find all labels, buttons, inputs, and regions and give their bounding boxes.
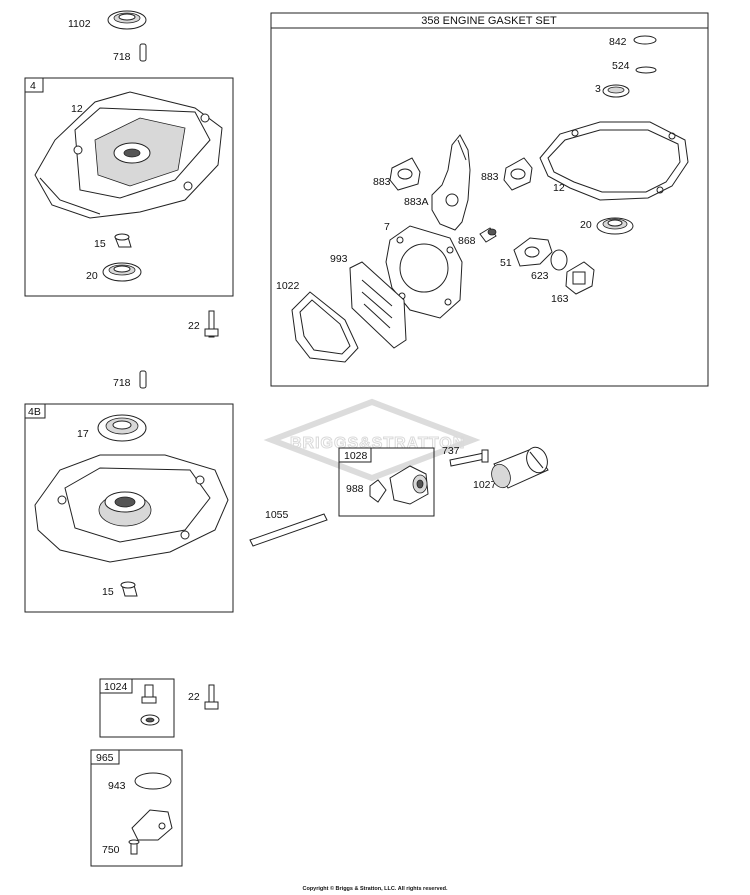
box-965-label: 965	[96, 752, 114, 764]
oring-524	[635, 66, 657, 74]
gasket-883-right	[503, 157, 533, 191]
label-883-left: 883	[373, 176, 391, 188]
label-750: 750	[102, 844, 120, 856]
gasket-set-title: 358 ENGINE GASKET SET	[421, 15, 557, 27]
label-623: 623	[531, 270, 549, 282]
box-4-label: 4	[30, 80, 36, 92]
crankcase-cover-4	[34, 91, 223, 219]
box-1024-label: 1024	[104, 681, 128, 693]
gasket-12-crankcase	[539, 121, 689, 201]
svg-text:BRIGGS&STRATTON: BRIGGS&STRATTON	[290, 435, 465, 452]
oring-623	[550, 249, 568, 271]
heat-shield-883A	[431, 134, 471, 231]
label-20-right: 20	[580, 219, 592, 231]
oil-filter-1027	[491, 446, 549, 489]
label-718-mid: 718	[113, 377, 131, 389]
plug-15-top	[114, 233, 132, 248]
box-4b-frame	[24, 403, 234, 613]
seal-20-left	[102, 262, 142, 282]
label-1055: 1055	[265, 509, 289, 521]
label-868: 868	[458, 235, 476, 247]
label-842: 842	[609, 36, 627, 48]
copyright-text: Copyright © Briggs & Stratton, LLC. All …	[302, 885, 448, 892]
label-1102: 1102	[68, 18, 91, 30]
bolt-22-bottom	[204, 684, 219, 710]
label-51: 51	[500, 257, 512, 269]
gasket-993	[349, 261, 407, 349]
label-22-mid: 22	[188, 320, 200, 332]
crankcase-cover-4b	[34, 454, 229, 563]
oring-943	[134, 772, 172, 790]
box-1024-frame	[99, 678, 175, 738]
label-15-bottom: 15	[102, 586, 114, 598]
box-4-frame	[24, 77, 234, 297]
pin-718-top	[139, 43, 147, 62]
filter-adapter-1028	[369, 465, 429, 505]
box-965-frame	[90, 749, 183, 867]
head-gasket-7	[385, 225, 463, 319]
label-22-bottom: 22	[188, 691, 200, 703]
tube-1055	[249, 513, 328, 547]
label-1027: 1027	[473, 479, 497, 491]
box-1028-label: 1028	[344, 450, 368, 462]
label-988: 988	[346, 483, 364, 495]
valve-cover-gasket-1022	[291, 291, 359, 363]
label-1022: 1022	[276, 280, 300, 292]
label-883A: 883A	[404, 196, 429, 208]
label-15-top: 15	[94, 238, 106, 250]
plug-15-bottom	[120, 581, 138, 597]
pin-718-mid	[139, 370, 147, 389]
bolt-assembly-1024	[140, 684, 160, 726]
gasket-51	[513, 237, 553, 267]
label-17: 17	[77, 428, 89, 440]
label-737: 737	[442, 445, 460, 457]
nipple-737	[449, 449, 489, 467]
label-524: 524	[612, 60, 630, 72]
bolt-22-mid	[204, 310, 219, 338]
gasket-883-left	[389, 157, 421, 191]
label-943: 943	[108, 780, 126, 792]
gasket-163	[565, 261, 595, 295]
seal-3	[602, 84, 630, 98]
oring-842	[633, 35, 657, 45]
bearing-17	[97, 414, 147, 442]
plug-868	[479, 227, 497, 243]
label-7: 7	[384, 221, 390, 233]
label-163: 163	[551, 293, 569, 305]
seal-1102	[107, 10, 147, 30]
label-993: 993	[330, 253, 348, 265]
label-3: 3	[595, 83, 601, 95]
cover-plate-965	[131, 809, 173, 841]
label-12-right: 12	[553, 182, 565, 194]
gasket-set-frame	[270, 12, 709, 387]
label-12-left: 12	[71, 103, 83, 115]
screw-750	[128, 839, 140, 855]
watermark-logo: BRIGGS&STRATTON	[263, 398, 481, 482]
box-1028-frame	[338, 447, 435, 517]
label-718-top: 718	[113, 51, 131, 63]
seal-20-right	[596, 217, 634, 235]
box-4b-label: 4B	[28, 406, 41, 418]
label-883-right: 883	[481, 171, 499, 183]
label-20-left: 20	[86, 270, 98, 282]
